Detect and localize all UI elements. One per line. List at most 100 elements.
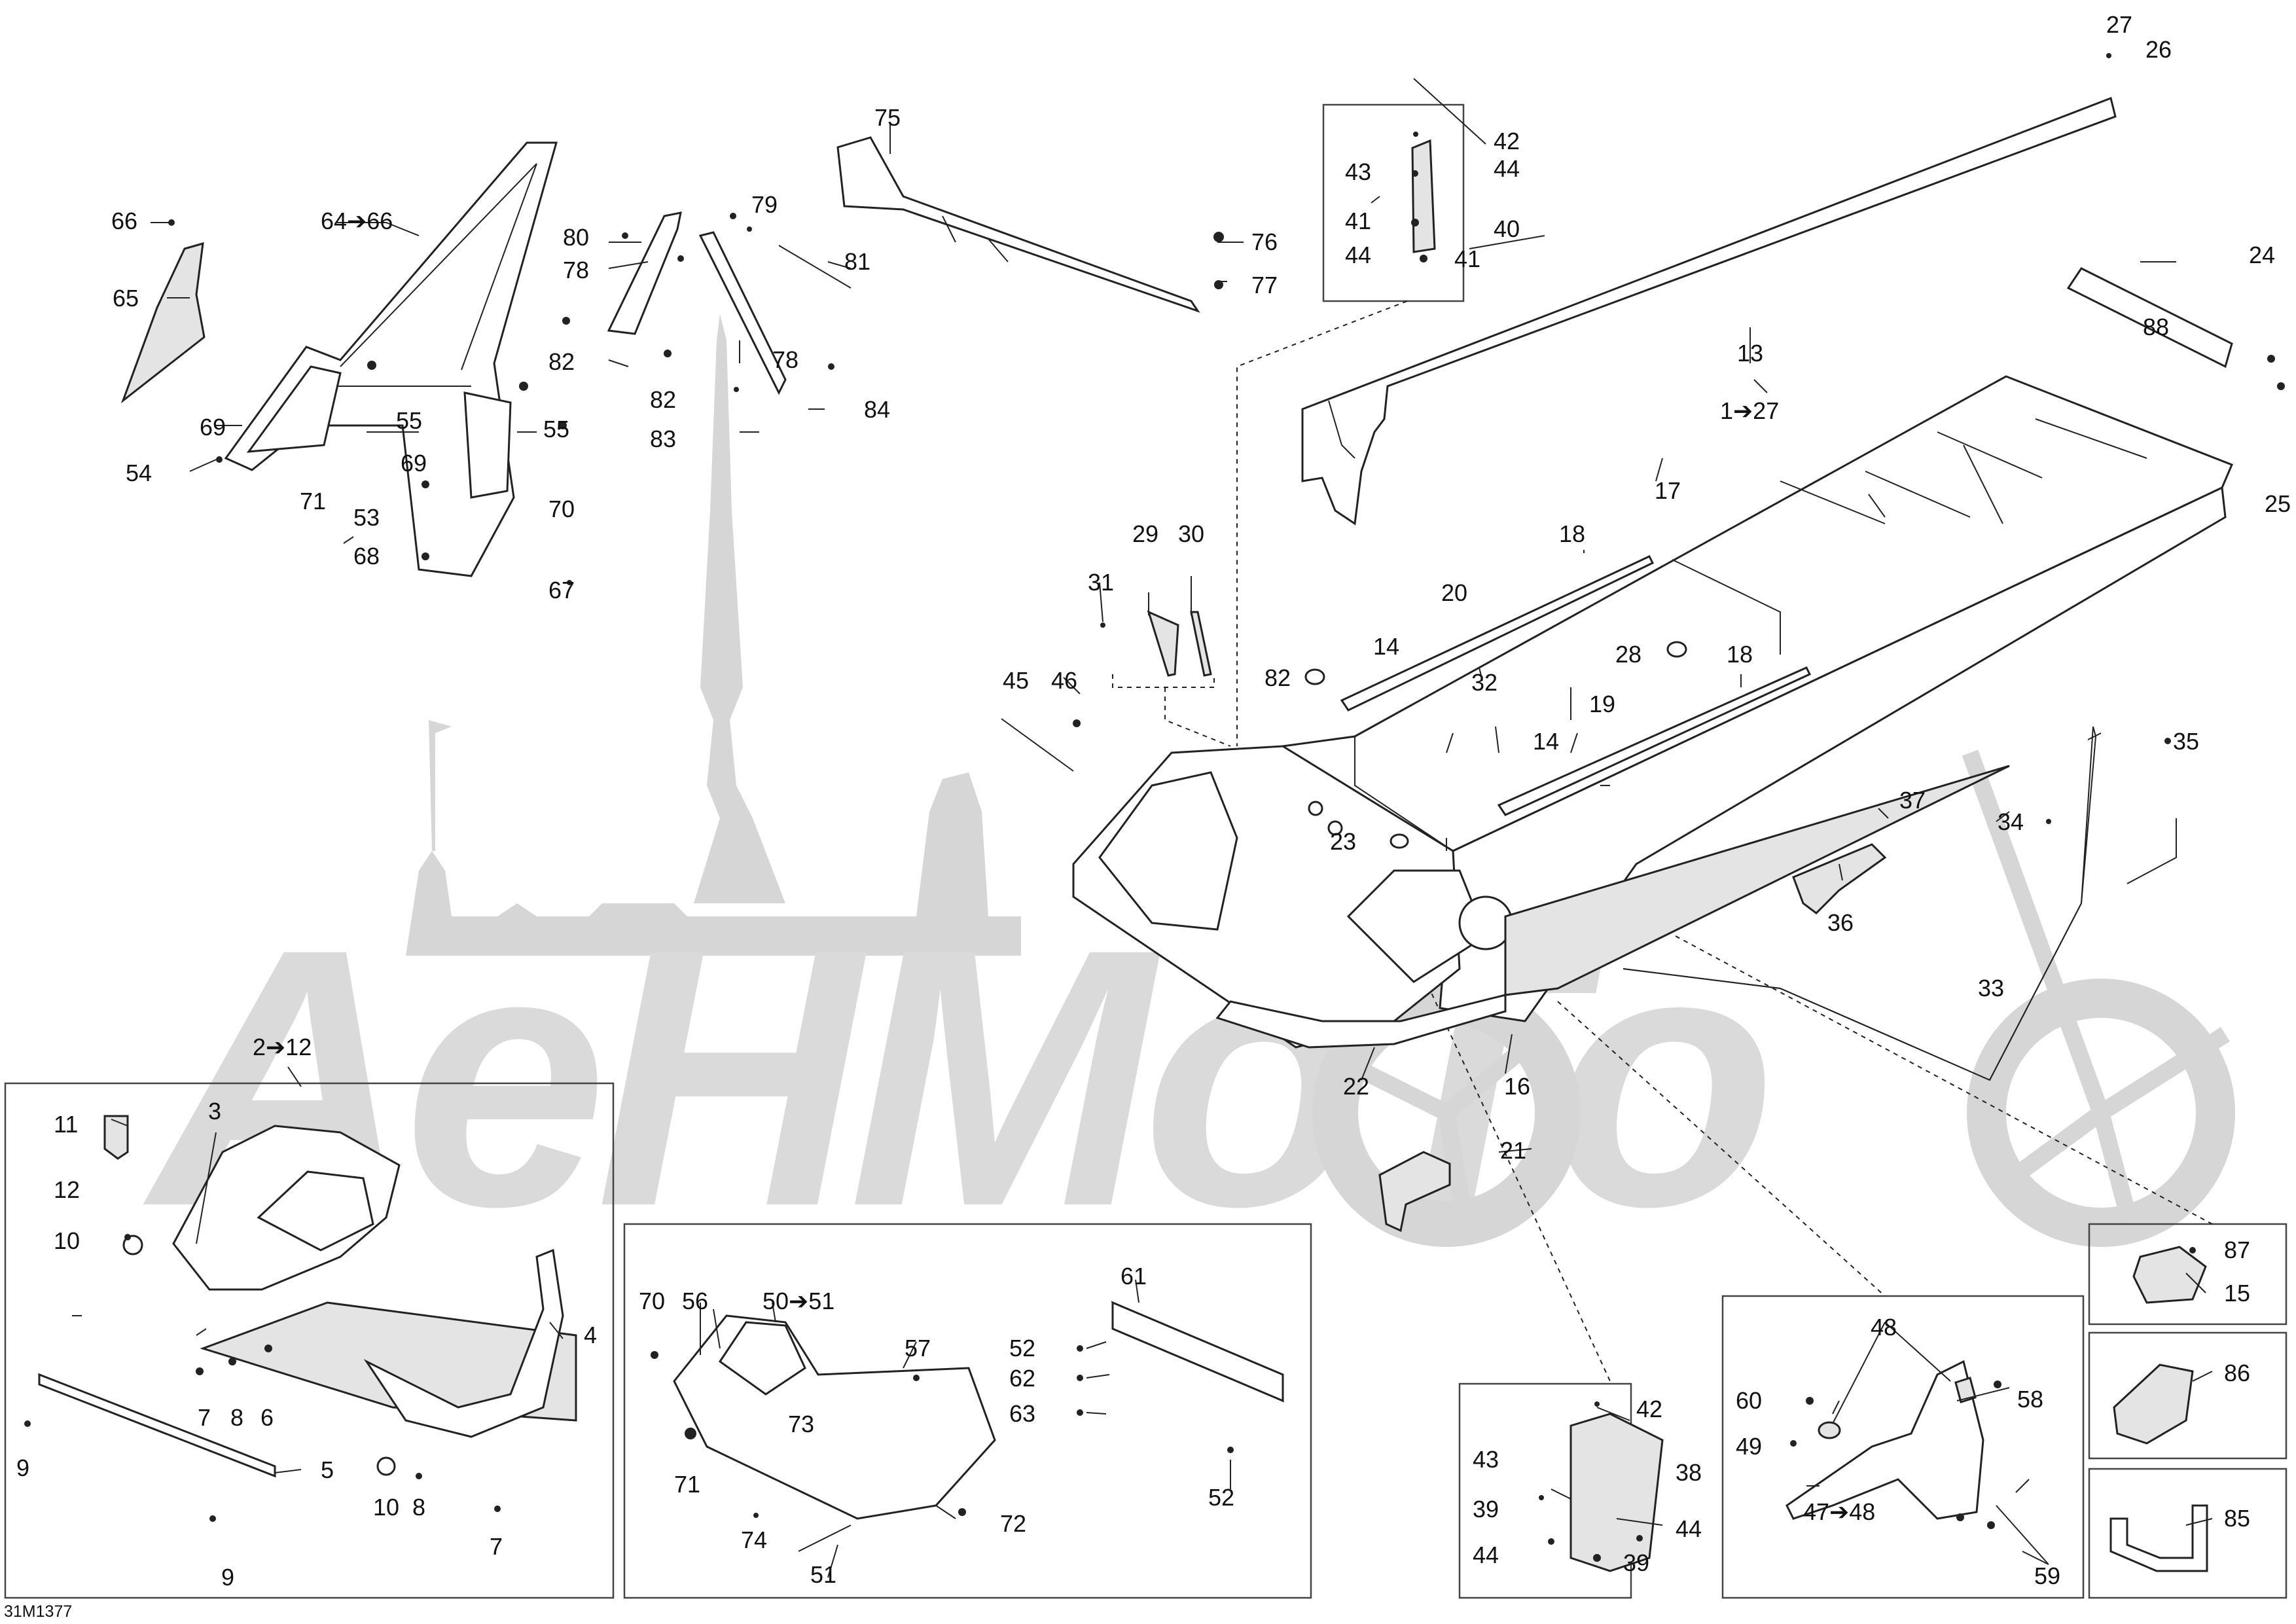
tunnel-deck-rib <box>1672 559 1781 655</box>
callout-82-middle: 82 <box>650 386 676 413</box>
callout-59: 59 <box>2034 1562 2060 1589</box>
callout-68: 68 <box>353 543 380 569</box>
callout-12: 12 <box>54 1176 80 1203</box>
callout-4: 4 <box>584 1322 597 1348</box>
callout-45: 45 <box>1003 667 1029 694</box>
bumper-10-upper <box>122 1235 143 1255</box>
box-support-47-48 <box>1721 1295 2085 1599</box>
connector-box38 <box>1420 968 1611 1382</box>
steering-support-gusset-left <box>246 365 342 453</box>
frame-boxes <box>4 103 2287 1599</box>
callout-14-bottom: 14 <box>1533 728 1559 755</box>
fasteners <box>24 53 2285 1562</box>
callout-82-left: 82 <box>548 348 575 375</box>
callout-57: 57 <box>905 1335 931 1362</box>
skid-plate-bracket <box>718 1321 806 1396</box>
callout-15: 15 <box>2224 1280 2250 1307</box>
steering-bar-75 <box>836 136 1200 313</box>
top-left-parts <box>120 136 1200 577</box>
callout-55-left: 55 <box>396 407 422 434</box>
callout-30: 30 <box>1178 520 1204 547</box>
bracket-21 <box>1378 1151 1451 1233</box>
callout-10-bottom: 10 <box>373 1494 399 1521</box>
callout-8-bottom: 8 <box>412 1494 425 1521</box>
callout-35: 35 <box>2173 728 2199 755</box>
arm-78-right <box>698 231 787 395</box>
steering-bar-tabs <box>942 215 1009 262</box>
skid-plate-parts <box>673 1301 1284 1520</box>
box-plate-86 <box>2088 1331 2287 1460</box>
strap-29 <box>1147 610 1179 677</box>
callout-19: 19 <box>1589 691 1615 717</box>
callout-7-bottom: 7 <box>490 1533 503 1560</box>
dashed-connectors <box>1112 300 2213 1382</box>
callout-10-top: 10 <box>54 1227 80 1254</box>
callout-44-box-right: 44 <box>1676 1515 1702 1542</box>
plug-28 <box>1666 641 1687 658</box>
tunnel-cover-13 <box>1301 96 2117 526</box>
box-bracket-85 <box>2088 1468 2287 1599</box>
watermark-spire <box>694 314 785 903</box>
rail-14-upper <box>1340 555 1655 712</box>
rail-14-lower <box>1497 666 1812 816</box>
callout-38: 38 <box>1676 1459 1702 1486</box>
strap-30 <box>1190 611 1212 677</box>
tunnel-cover-fold <box>1328 400 1355 459</box>
callout-73: 73 <box>788 1411 814 1437</box>
callout-61: 61 <box>1121 1263 1147 1290</box>
callout-43-top: 43 <box>1345 158 1371 185</box>
callout-84: 84 <box>864 396 890 423</box>
bracket-38 <box>1570 1413 1664 1572</box>
callout-8-left: 8 <box>230 1404 243 1431</box>
front-frame-lower <box>1215 994 1507 1049</box>
watermark-skyline <box>406 772 1021 956</box>
callout-67: 67 <box>548 577 575 604</box>
callout-69-right: 69 <box>401 450 427 477</box>
callout-52-top: 52 <box>1009 1335 1035 1362</box>
watermark-wheel-right <box>1967 979 2235 1247</box>
skid-plate-lower <box>200 1301 577 1422</box>
callout-47-48: 47➔48 <box>1803 1498 1875 1525</box>
running-board <box>1504 765 2010 996</box>
support-47-48 <box>1785 1360 1984 1520</box>
callout-31: 31 <box>1088 569 1114 596</box>
callout-39-box-bottom: 39 <box>1623 1549 1649 1576</box>
callout-54: 54 <box>126 460 152 486</box>
callout-42-top: 42 <box>1494 128 1520 154</box>
callout-41-top: 41 <box>1345 208 1371 234</box>
plug-82 <box>1304 668 1325 685</box>
callout-29: 29 <box>1132 520 1158 547</box>
callout-36: 36 <box>1827 909 1854 936</box>
callout-44-top: 44 <box>1494 155 1520 182</box>
callout-14-top: 14 <box>1373 633 1399 660</box>
plate-65 <box>120 242 206 404</box>
callout-85: 85 <box>2224 1505 2250 1532</box>
callout-41-second: 41 <box>1454 245 1480 272</box>
tunnel-side <box>1439 486 2227 1022</box>
right-box-parts <box>1411 139 2208 1572</box>
callout-1-27: 1➔27 <box>1720 397 1779 424</box>
callout-50-51: 50➔51 <box>762 1288 834 1314</box>
callout-64-66: 64➔66 <box>321 208 393 234</box>
callout-71-top: 71 <box>300 488 326 514</box>
callout-80: 80 <box>563 224 589 251</box>
callout-44-box-left: 44 <box>1473 1542 1499 1568</box>
callout-40: 40 <box>1494 215 1520 242</box>
bumper-10-lower <box>376 1456 396 1476</box>
callout-63: 63 <box>1009 1400 1035 1427</box>
footrest-15 <box>2132 1246 2207 1304</box>
callout-60: 60 <box>1736 1387 1762 1414</box>
front-frame-hole <box>1458 895 1513 950</box>
callout-82-frame: 82 <box>1265 664 1291 691</box>
box-footrest-15 <box>2088 1223 2287 1326</box>
callout-16: 16 <box>1504 1073 1530 1100</box>
callout-27-top: 27 <box>2106 11 2132 38</box>
callout-65: 65 <box>113 285 139 312</box>
callout-51: 51 <box>810 1561 836 1588</box>
callout-39-box: 39 <box>1473 1496 1499 1523</box>
tunnel-deck-ribs <box>1780 418 2147 524</box>
callout-9-left: 9 <box>16 1454 29 1481</box>
callout-56: 56 <box>682 1288 708 1314</box>
callout-58: 58 <box>2017 1386 2043 1413</box>
front-frame-3-opening <box>257 1170 374 1252</box>
